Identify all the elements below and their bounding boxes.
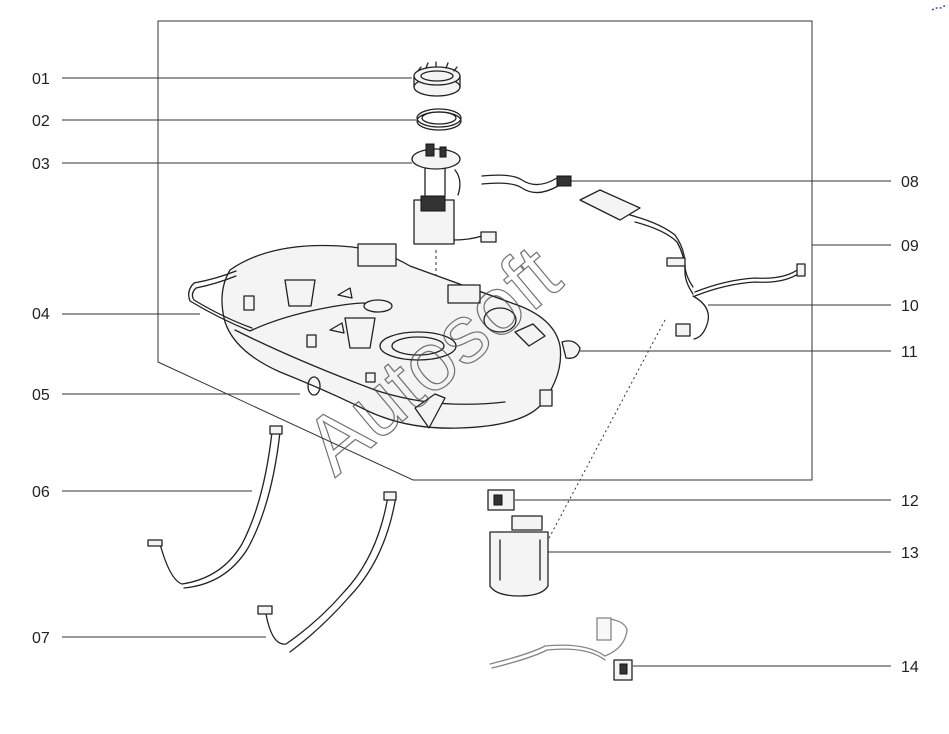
callout-14[interactable]: 14 [633, 659, 919, 676]
vapor-hose [675, 263, 806, 340]
callout-label: 12 [901, 493, 919, 510]
callout-label: 07 [32, 630, 50, 647]
filler-hose [481, 174, 572, 194]
callout-label: 05 [32, 387, 50, 404]
tank-strap-right [257, 491, 397, 653]
callout-label: 08 [901, 174, 919, 191]
rollover-valve [561, 340, 581, 359]
callout-01[interactable]: 01 [32, 71, 412, 88]
charcoal-canister [489, 515, 549, 597]
callout-09[interactable]: 09 [812, 238, 919, 255]
filler-neck [579, 189, 694, 295]
callout-label: 09 [901, 238, 919, 255]
corner-mark [931, 4, 948, 11]
callout-label: 06 [32, 484, 50, 501]
callout-06[interactable]: 06 [32, 484, 252, 501]
vent-line [188, 270, 376, 383]
callout-08[interactable]: 08 [571, 174, 919, 191]
callout-11[interactable]: 11 [580, 344, 918, 361]
callout-03[interactable]: 03 [32, 156, 412, 173]
assembly-frame [157, 20, 813, 481]
callout-label: 14 [901, 659, 919, 676]
purge-line-clip [489, 617, 628, 669]
callout-label: 04 [32, 306, 50, 323]
callout-12[interactable]: 12 [515, 493, 919, 510]
fuel-pump-module [411, 143, 497, 245]
fuel-tank [221, 243, 562, 429]
seal-ring [416, 108, 462, 131]
callout-label: 11 [901, 344, 918, 361]
callout-label: 13 [901, 545, 919, 562]
canister-bracket [487, 489, 515, 511]
callout-04[interactable]: 04 [32, 306, 200, 323]
callout-07[interactable]: 07 [32, 630, 266, 647]
tank-strap-left [147, 425, 283, 589]
line-clip [613, 659, 633, 681]
callout-label: 02 [32, 113, 50, 130]
callout-02[interactable]: 02 [32, 113, 416, 130]
locking-ring [413, 61, 461, 97]
callout-13[interactable]: 13 [548, 545, 919, 562]
callout-label: 03 [32, 156, 50, 173]
callout-label: 10 [901, 298, 919, 315]
callout-label: 01 [32, 71, 50, 88]
callout-10[interactable]: 10 [708, 298, 919, 315]
callout-05[interactable]: 05 [32, 387, 300, 404]
